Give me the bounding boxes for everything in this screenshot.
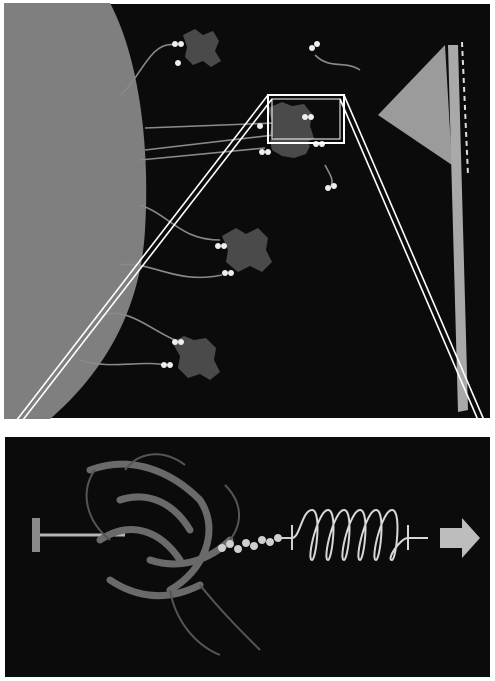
label-dot [222, 270, 228, 276]
label-dot [314, 41, 320, 47]
label-dot [309, 45, 315, 51]
label-dot [325, 185, 331, 191]
label-dot [265, 149, 271, 155]
label-dot [259, 149, 265, 155]
label-dot [178, 339, 184, 345]
label-dot [302, 114, 308, 120]
label-dot [215, 243, 221, 249]
anchor-bar [32, 518, 40, 552]
label-dot [175, 60, 181, 66]
label-dot [331, 183, 337, 189]
top-panel [4, 3, 491, 419]
bead [218, 544, 226, 552]
label-dot [167, 362, 173, 368]
bead [266, 538, 274, 546]
label-dot [178, 41, 184, 47]
label-dot [172, 41, 178, 47]
bead [258, 536, 266, 544]
label-dot [161, 362, 167, 368]
bead [250, 542, 258, 550]
bottom-panel [4, 436, 491, 678]
label-dot [221, 243, 227, 249]
bead [226, 540, 234, 548]
label-dot [308, 114, 314, 120]
label-dot [228, 270, 234, 276]
bead [242, 539, 250, 547]
label-dot [172, 339, 178, 345]
bottom-panel-background [4, 436, 491, 678]
bead [234, 545, 242, 553]
label-dot [257, 123, 263, 129]
